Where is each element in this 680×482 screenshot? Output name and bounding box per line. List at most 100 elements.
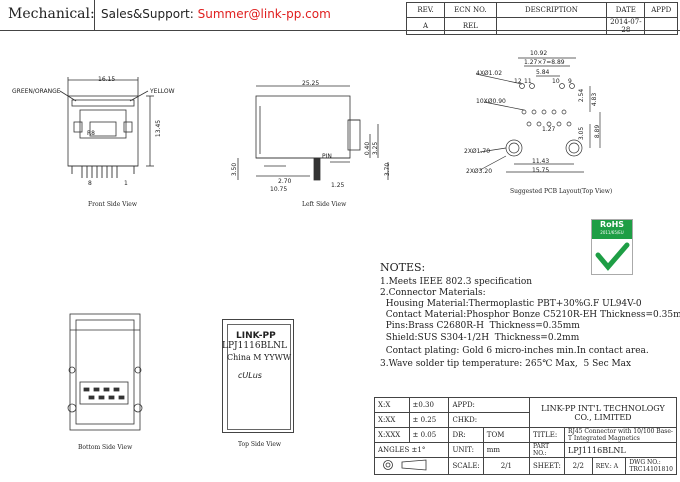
- pcb-dim-2x170: 2XØ1.70: [464, 148, 491, 155]
- note-line-4: Contact Material:Phosphor Bonze C5210R-E…: [380, 310, 680, 320]
- pcb-dim-15-75: 15.75: [532, 167, 550, 174]
- revision-table: REV. ECN NO. DESCRIPTION DATE APPD A REL…: [405, 2, 678, 35]
- scale-value: 2/1: [482, 457, 530, 475]
- appd-cell: [644, 17, 678, 35]
- front-pin8-label: 8: [88, 180, 92, 187]
- unit-value: mm: [482, 442, 530, 458]
- pcb-dim-8-89: 8.89: [594, 124, 602, 139]
- header-band: [0, 0, 680, 31]
- rohs-header: RoHS 2011/65/EU: [592, 220, 632, 239]
- left-dim-10-75: 10.75: [270, 186, 288, 193]
- top-view-caption: Top Side View: [238, 441, 282, 448]
- title-value: RJ45 Connector with 10/100 Base-T Integr…: [563, 427, 678, 443]
- sales-contact: Sales&Support: Summer@link-pp.com: [101, 7, 331, 21]
- rev-value: A: [613, 462, 619, 470]
- pcb-dim-10x: 10XØ0.90: [476, 98, 506, 105]
- sales-prefix: Sales&Support:: [101, 7, 194, 21]
- front-view-drawing: [59, 77, 154, 178]
- note-line-6: Shield:SUS S304-1/2H Thickness=0.2mm: [380, 333, 580, 343]
- sheet-label: SHEET:: [528, 457, 565, 475]
- mechanical-title: Mechanical:: [8, 6, 95, 22]
- front-dim-width: 16.15: [98, 76, 116, 83]
- title-label: TITLE:: [528, 427, 565, 443]
- chkd-label: CHKD:: [448, 412, 530, 428]
- company-name: LINK-PP INT'L TECHNOLOGY CO., LIMITED: [528, 397, 678, 428]
- unit-label: UNIT:: [448, 442, 484, 458]
- projection-symbol-icon: [383, 459, 427, 471]
- top-view-inner: [227, 324, 291, 430]
- led-left-label: GREEN/ORANGE: [12, 88, 61, 95]
- angles-label: ANGLES ±1°: [373, 442, 450, 458]
- ul-mark: cULus: [238, 371, 262, 380]
- sheet-value: 2/2: [563, 457, 593, 475]
- title-row-2: X:XX ± 0.25 CHKD:: [374, 412, 677, 428]
- dr-label: DR:: [448, 427, 484, 443]
- note-line-2: 2.Connector Materials:: [380, 288, 486, 298]
- pcb-dim-3-05: 3.05: [578, 126, 586, 141]
- rev-col-header: REV.: [405, 2, 446, 18]
- tol-x-value: ±0.30: [408, 397, 450, 413]
- pcb-dim-pitch: 1.27×7=8.89: [524, 59, 565, 66]
- note-line-7: Contact plating: Gold 6 micro-inches min…: [380, 346, 649, 356]
- front-view-caption: Front Side View: [88, 201, 137, 208]
- rohs-subtitle: 2011/65/EU: [600, 230, 624, 235]
- left-dim-3-70: 3.70: [384, 162, 392, 177]
- tol-xx-value: ± 0.25: [408, 412, 450, 428]
- appd-col-header: APPD: [644, 2, 678, 18]
- pcb-pin-9: 9: [568, 78, 572, 85]
- rev-label: REV.:: [595, 462, 612, 470]
- notes-heading: NOTES:: [380, 261, 426, 274]
- pcb-dim-1-27: 1.27: [542, 126, 556, 133]
- top-view-part: LPJ1116BLNL: [222, 341, 287, 351]
- pcb-pin-12: 12: [514, 78, 522, 85]
- dr-value: TOM: [482, 427, 530, 443]
- note-line-1: 1.Meets IEEE 802.3 specification: [380, 277, 533, 287]
- rohs-badge: RoHS 2011/65/EU: [591, 219, 633, 275]
- note-line-5: Pins:Brass C2680R-H Thickness=0.35mm: [380, 321, 580, 331]
- left-dim-3-25: 3.25: [372, 141, 380, 156]
- revision-header-row: REV. ECN NO. DESCRIPTION DATE APPD: [405, 2, 678, 18]
- front-pin1-label: 1: [124, 180, 128, 187]
- left-dim-length: 25.25: [302, 80, 320, 87]
- sales-email[interactable]: Summer@link-pp.com: [197, 7, 331, 21]
- pcb-dim-10-92: 10.92: [530, 50, 548, 57]
- date-col-header: DATE: [606, 2, 646, 18]
- pcb-layout-drawing: [475, 57, 601, 173]
- part-no-value: LPJ1116BLNL: [563, 442, 678, 458]
- title-row-3: X:XXX ± 0.05 DR: TOM TITLE: RJ45 Connect…: [374, 427, 678, 443]
- part-no-label: PART NO.:: [528, 442, 565, 458]
- dwg-value: TRC14101810: [629, 466, 673, 473]
- rohs-check-icon: [595, 242, 630, 271]
- rev-cell-group: REV.: A: [591, 457, 627, 475]
- header-left-cell: [0, 0, 95, 30]
- projection-symbol-cell: [373, 457, 450, 475]
- bottom-view-caption: Bottom Side View: [78, 444, 133, 451]
- front-dim-height: 13.45: [155, 119, 163, 138]
- pcb-dim-4x: 4XØ1.02: [476, 70, 503, 77]
- ecn-col-header: ECN NO.: [444, 2, 497, 18]
- title-block: X:X ±0.30 APPD: LINK-PP INT'L TECHNOLOGY…: [373, 397, 678, 475]
- dwg-cell-group: DWG NO.: TRC14101810: [625, 457, 677, 475]
- left-dim-1-25: 1.25: [331, 182, 345, 189]
- date-cell: 2014-07-28: [606, 17, 646, 35]
- pcb-dim-2x320: 2XØ3.20: [466, 168, 493, 175]
- left-dim-3-50: 3.50: [231, 162, 239, 177]
- pcb-dim-5-84: 5.84: [536, 69, 550, 76]
- pcb-layout-caption: Suggested PCB Layout(Top View): [510, 188, 613, 195]
- pcb-dim-2-54: 2.54: [578, 88, 586, 103]
- description-cell: [495, 17, 608, 35]
- pcb-dim-11-43: 11.43: [532, 158, 550, 165]
- appd-label: APPD:: [448, 397, 530, 413]
- pcb-pin-11: 11: [524, 78, 532, 85]
- top-view-outline: [222, 319, 294, 433]
- tol-x-label: X:X: [374, 397, 410, 413]
- left-dim-2-70: 2.70: [278, 178, 292, 185]
- description-col-header: DESCRIPTION: [495, 2, 608, 18]
- dwg-label: DWG NO.:: [629, 459, 661, 466]
- title-row-5: SCALE: 2/1 SHEET: 2/2 REV.: A DWG NO.: T…: [373, 457, 677, 475]
- left-pin-label: PIN: [322, 153, 332, 160]
- top-view-origin: China M YYWW: [227, 353, 292, 362]
- tol-xxx-label: X:XXX: [374, 427, 410, 443]
- led-right-label: YELLOW: [150, 88, 175, 95]
